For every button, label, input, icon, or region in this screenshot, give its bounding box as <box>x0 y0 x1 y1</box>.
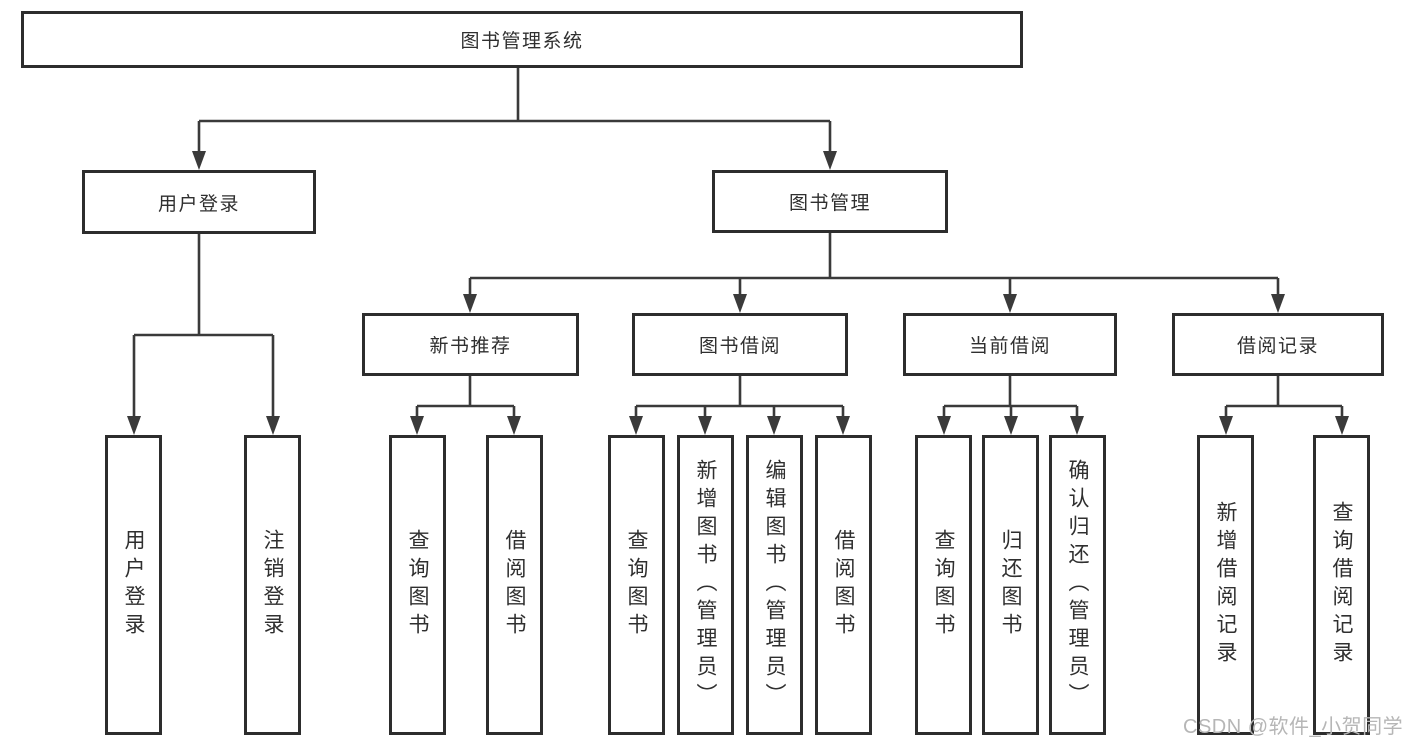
leaf-current-query-book: 查询图书 <box>915 435 972 735</box>
node-current-borrow: 当前借阅 <box>903 313 1117 376</box>
node-root-system: 图书管理系统 <box>21 11 1023 68</box>
node-new-book-recommend: 新书推荐 <box>362 313 579 376</box>
leaf-logout: 注销登录 <box>244 435 301 735</box>
leaf-recommend-borrow-book: 借阅图书 <box>486 435 543 735</box>
leaf-confirm-return-admin: 确认归还（管理员） <box>1049 435 1106 735</box>
connector-group-current <box>942 375 1079 421</box>
connector-group-records <box>1224 375 1344 421</box>
connector-group-recommend <box>415 375 516 421</box>
node-book-borrow: 图书借阅 <box>632 313 848 376</box>
leaf-query-borrow-record: 查询借阅记录 <box>1313 435 1370 735</box>
node-borrow-records: 借阅记录 <box>1172 313 1384 376</box>
leaf-edit-book-admin: 编辑图书（管理员） <box>746 435 803 735</box>
connector-book-mgmt <box>468 233 1280 299</box>
leaf-borrow-query-book: 查询图书 <box>608 435 665 735</box>
leaf-borrow-book: 借阅图书 <box>815 435 872 735</box>
leaf-add-book-admin: 新增图书（管理员） <box>677 435 734 735</box>
leaf-user-login: 用户登录 <box>105 435 162 735</box>
leaf-recommend-query-book: 查询图书 <box>389 435 446 735</box>
node-book-management: 图书管理 <box>712 170 948 233</box>
leaf-return-book: 归还图书 <box>982 435 1039 735</box>
node-user-login: 用户登录 <box>82 170 316 234</box>
csdn-watermark: CSDN @软件_小贺同学 <box>1183 716 1404 738</box>
leaf-add-borrow-record: 新增借阅记录 <box>1197 435 1254 735</box>
connector-user-login <box>132 234 275 421</box>
connector-root <box>197 68 832 156</box>
connector-group-borrow <box>634 375 845 421</box>
